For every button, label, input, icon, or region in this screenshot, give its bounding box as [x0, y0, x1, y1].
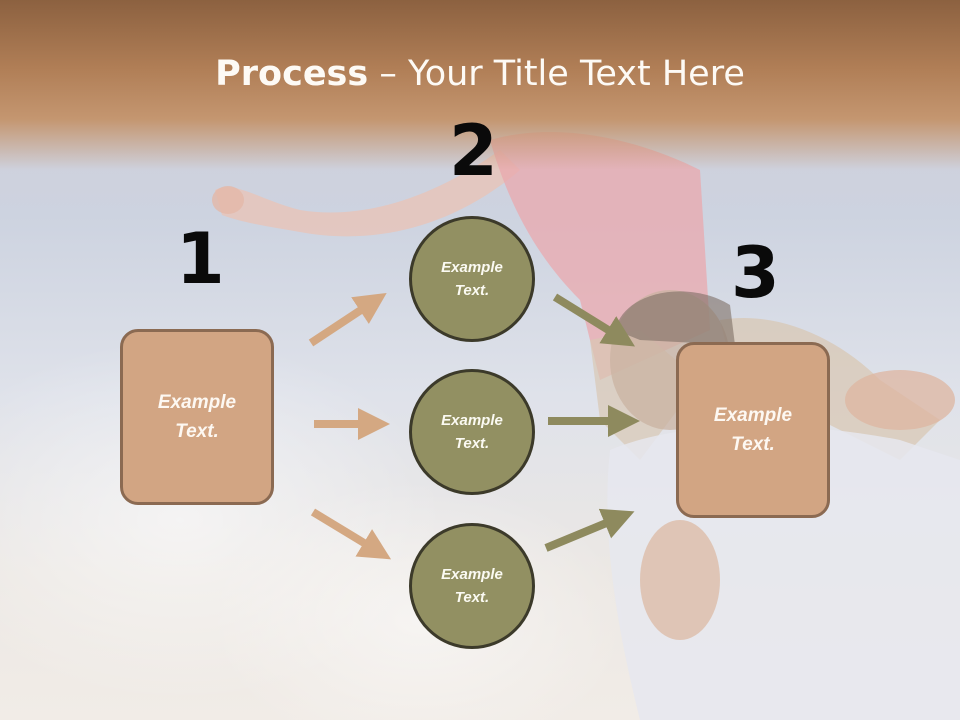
arrow-left-up [308, 292, 387, 347]
step-number-2: 2 [449, 110, 498, 192]
left-box[interactable]: Example Text. [120, 329, 274, 505]
circle-bottom[interactable]: Example Text. [409, 523, 535, 649]
title-bold: Process [215, 54, 369, 94]
circle-middle-line2: Text. [454, 435, 490, 452]
step-number-1: 1 [176, 218, 225, 300]
left-box-text: Example Text. [158, 388, 236, 446]
circle-middle-line1: Example [441, 412, 503, 429]
circle-bottom-line1: Example [441, 566, 503, 583]
circle-top[interactable]: Example Text. [409, 216, 535, 342]
left-box-line2: Text. [175, 421, 219, 442]
header-band [0, 0, 960, 170]
circle-top-line2: Text. [454, 282, 490, 299]
right-box-line1: Example [713, 405, 793, 426]
slide-title: Process – Your Title Text Here [0, 54, 960, 94]
right-box-line2: Text. [731, 434, 775, 455]
circle-top-line1: Example [441, 259, 503, 276]
circle-bottom-line2: Text. [454, 589, 490, 606]
right-box[interactable]: Example Text. [676, 342, 830, 518]
arrow-right-up [544, 508, 635, 552]
step-number-3: 3 [731, 232, 780, 314]
arrow-left-down [310, 508, 392, 560]
left-box-line1: Example [157, 392, 237, 413]
right-box-text: Example Text. [714, 401, 792, 459]
arrow-right-down [552, 293, 636, 347]
circle-middle[interactable]: Example Text. [409, 369, 535, 495]
title-rest: – Your Title Text Here [368, 54, 745, 94]
